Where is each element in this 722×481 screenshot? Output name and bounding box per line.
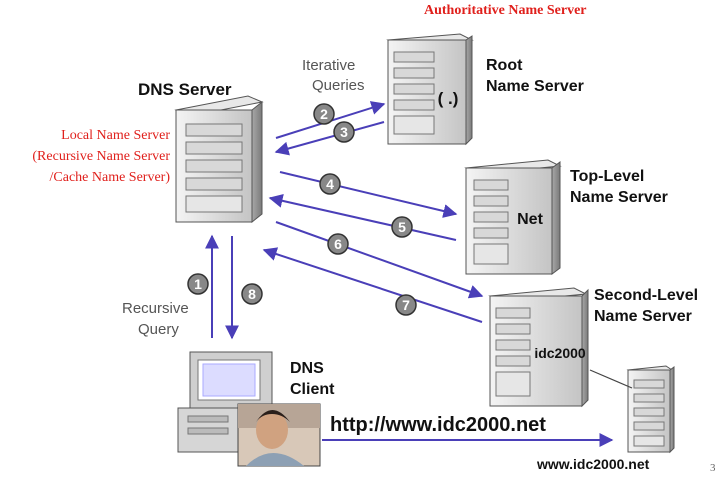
arrow-step-6 bbox=[275, 221, 484, 299]
local-name-server-label: /Cache Name Server) bbox=[49, 170, 171, 185]
sld-server-label: Name Server bbox=[594, 308, 692, 325]
step-number: 6 bbox=[334, 236, 342, 252]
recursive-query-label: Query bbox=[138, 321, 179, 338]
recursive-query-label: Recursive bbox=[122, 300, 189, 317]
step-number: 7 bbox=[402, 297, 410, 313]
web-server-icon bbox=[626, 365, 675, 454]
step-badge-2: 2 bbox=[313, 103, 335, 125]
arrow-step-7 bbox=[262, 247, 483, 323]
step-badge-3: 3 bbox=[333, 121, 355, 143]
url-text: http://www.idc2000.net bbox=[330, 414, 546, 436]
local-name-server-label: Local Name Server bbox=[61, 128, 170, 143]
sld-glyph: idc2000 bbox=[534, 345, 586, 361]
arrow-step-5 bbox=[268, 193, 457, 241]
arrow-step-3 bbox=[274, 121, 385, 156]
tld-server-icon bbox=[464, 159, 562, 275]
root-glyph: ( .) bbox=[438, 89, 459, 108]
tld-server-label: Top-Level bbox=[570, 168, 645, 185]
dns-server-title: DNS Server bbox=[138, 80, 232, 99]
page-number: 3 bbox=[710, 462, 716, 474]
iterative-queries-label: Queries bbox=[312, 77, 365, 94]
dns-client-label: Client bbox=[290, 381, 335, 398]
user-photo bbox=[237, 403, 321, 467]
dns-client-label: DNS bbox=[290, 360, 324, 377]
local-name-server-label: (Recursive Name Server bbox=[32, 149, 170, 164]
step-badge-8: 8 bbox=[241, 283, 263, 305]
step-badge-1: 1 bbox=[187, 273, 209, 295]
web-server-label: www.idc2000.net bbox=[537, 456, 650, 472]
sld-server-icon bbox=[488, 287, 589, 408]
root-server-label: Name Server bbox=[486, 78, 584, 95]
web-server-link bbox=[589, 369, 633, 389]
root-server-label: Root bbox=[486, 57, 523, 74]
tld-glyph: Net bbox=[517, 211, 543, 228]
step-number: 2 bbox=[320, 106, 328, 122]
iterative-queries-label: Iterative bbox=[302, 57, 356, 74]
root-server-icon bbox=[386, 33, 474, 146]
step-badge-4: 4 bbox=[319, 173, 341, 195]
step-badge-5: 5 bbox=[391, 216, 413, 238]
step-badge-7: 7 bbox=[395, 294, 417, 316]
step-number: 4 bbox=[326, 176, 334, 192]
dns-server-icon bbox=[174, 95, 264, 224]
step-number: 1 bbox=[194, 276, 202, 292]
sld-server-label: Second-Level bbox=[594, 287, 699, 304]
step-badge-6: 6 bbox=[327, 233, 349, 255]
tld-server-label: Name Server bbox=[570, 189, 668, 206]
authoritative-name-server-label: Authoritative Name Server bbox=[424, 3, 587, 18]
step-number: 8 bbox=[248, 286, 256, 302]
step-number: 3 bbox=[340, 124, 348, 140]
step-number: 5 bbox=[398, 219, 406, 235]
arrow-step-4 bbox=[279, 171, 458, 218]
